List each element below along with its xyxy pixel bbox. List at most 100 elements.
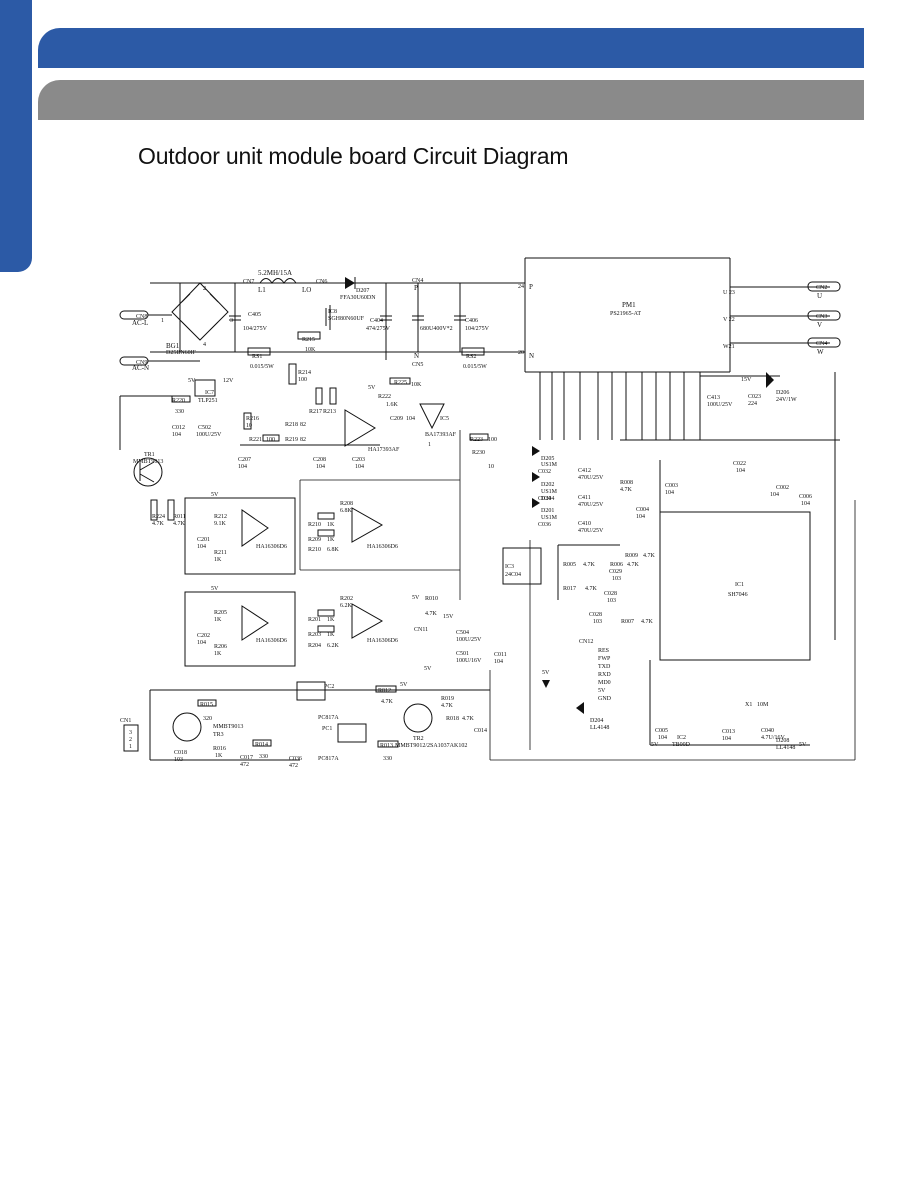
component-label: 24 bbox=[518, 284, 524, 290]
component-label: AC-N bbox=[132, 364, 149, 372]
component-label: 2 bbox=[129, 737, 132, 743]
component-label: 104/275V bbox=[243, 326, 268, 332]
component-label: 320 bbox=[203, 716, 212, 722]
component-label: 104 bbox=[736, 468, 745, 474]
component-label: 104 bbox=[197, 640, 206, 646]
component-label: W21 bbox=[723, 344, 735, 350]
component-label: 330 bbox=[383, 756, 392, 762]
bridge-rectifier: 2 3 4 BG1 D25BN60IF bbox=[166, 282, 233, 356]
component-label: 4.7K bbox=[173, 521, 186, 527]
component-label: R007 bbox=[621, 619, 634, 625]
component-label: 100U/25V bbox=[456, 637, 482, 643]
component-label: V bbox=[817, 321, 822, 329]
component-label: PC817A bbox=[318, 715, 339, 721]
component-label: 4.7K bbox=[627, 562, 640, 568]
component-label: 104 bbox=[406, 416, 415, 422]
component-label: IC5 bbox=[440, 416, 449, 422]
component-label: C011 bbox=[494, 652, 507, 658]
reset-crystal: IC2 TB00D 5V X1 10M C013 104 C005 104 C0… bbox=[649, 660, 810, 751]
opamp-group-2: R208 6.8K R210 1K R209 1K R210 6.8K HA16… bbox=[308, 501, 398, 553]
component-label: C405 bbox=[248, 312, 261, 318]
component-label: HA16306D6 bbox=[256, 544, 287, 550]
component-label: 104 bbox=[238, 464, 247, 470]
component-label: 10K bbox=[305, 347, 316, 353]
component-label: HA16306D6 bbox=[367, 638, 398, 644]
component-label: R217 bbox=[309, 409, 322, 415]
component-label: CN1 bbox=[120, 718, 131, 724]
component-label: 10 bbox=[246, 423, 252, 429]
component-label: R013 bbox=[380, 743, 393, 749]
component-label: L1 bbox=[258, 286, 266, 294]
component-label: 5V bbox=[424, 666, 432, 672]
component-label: 4.7K bbox=[620, 487, 633, 493]
eeprom-ic3: IC3 24C04 R005 4.7K R017 4.7K R006 4.7K … bbox=[502, 544, 640, 625]
component-label: 4.7K bbox=[583, 562, 596, 568]
component-label: 100U/25V bbox=[196, 432, 222, 438]
component-label: C036 bbox=[289, 756, 302, 762]
component-label: C406 bbox=[465, 318, 478, 324]
component-label: 1K bbox=[215, 753, 223, 759]
component-label: C203 bbox=[352, 457, 365, 463]
component-label: R016 bbox=[213, 746, 226, 752]
component-label: D201 bbox=[541, 508, 554, 514]
component-label: TLP251 bbox=[198, 398, 218, 404]
component-label: R012 bbox=[378, 688, 391, 694]
component-label: C411 bbox=[578, 495, 591, 501]
component-label: R010 bbox=[425, 596, 438, 602]
component-label: P bbox=[529, 283, 533, 291]
component-label: HA16306D6 bbox=[256, 638, 287, 644]
component-label: 100 bbox=[298, 377, 307, 383]
component-label: 4.7K bbox=[441, 703, 454, 709]
component-label: 6.8K bbox=[327, 547, 340, 553]
component-label: PC817A bbox=[318, 756, 339, 762]
component-label: C028 bbox=[589, 612, 602, 618]
ac-connectors: CN8 AC-L 1 CN9 AC-N bbox=[119, 310, 200, 372]
component-label: 6.2K bbox=[340, 603, 353, 609]
component-label: 1K bbox=[327, 617, 335, 623]
component-label: MMBT9013 bbox=[213, 724, 243, 730]
component-label: 5V bbox=[400, 682, 408, 688]
component-label: 5.2MH/15A bbox=[258, 269, 292, 277]
cn11-supply: 5V R010 4.7K 15V C504 100U/25V C501 100U… bbox=[412, 595, 507, 672]
component-label: 20 bbox=[518, 350, 524, 356]
component-label: 5V bbox=[211, 492, 219, 498]
component-label: C036 bbox=[538, 522, 551, 528]
component-label: CN11 bbox=[414, 627, 428, 633]
component-label: C022 bbox=[733, 461, 746, 467]
component-label: C501 bbox=[456, 651, 469, 657]
component-label: C208 bbox=[313, 457, 326, 463]
component-label: IC2 bbox=[677, 735, 686, 741]
component-label: C018 bbox=[174, 750, 187, 756]
component-label: 680U400V*2 bbox=[420, 326, 453, 332]
component-label: R222 bbox=[378, 394, 391, 400]
component-label: 5V bbox=[368, 385, 376, 391]
component-label: CN3 bbox=[816, 314, 827, 320]
component-label: IC8 bbox=[328, 309, 337, 315]
component-label: LL4148 bbox=[776, 745, 795, 751]
component-label: 103 bbox=[612, 576, 621, 582]
component-label: US1M bbox=[541, 489, 558, 495]
component-label: 24C04 bbox=[505, 572, 521, 578]
component-label: BG1 bbox=[166, 342, 180, 350]
shunt-resistors: RS1 0.015/5W RS2 0.015/5W bbox=[247, 347, 487, 370]
component-label: 100U/25V bbox=[707, 402, 733, 408]
component-label: 104 bbox=[494, 659, 503, 665]
component-label: 100U/16V bbox=[456, 658, 482, 664]
component-label: R203 bbox=[308, 632, 321, 638]
component-label: 470U/25V bbox=[578, 475, 604, 481]
component-label: LO bbox=[302, 286, 311, 294]
component-label: R018 bbox=[446, 716, 459, 722]
component-label: 104 bbox=[636, 514, 645, 520]
component-label: R014 bbox=[255, 742, 268, 748]
component-label: 6.8K bbox=[340, 508, 353, 514]
component-label: 10K bbox=[411, 382, 422, 388]
component-label: CN6 bbox=[316, 279, 327, 285]
component-label: R216 bbox=[246, 416, 259, 422]
component-label: P bbox=[414, 284, 418, 292]
component-label: 1K bbox=[214, 617, 222, 623]
component-label: U bbox=[817, 292, 822, 300]
component-label: R011 bbox=[173, 514, 186, 520]
component-label: D208 bbox=[776, 738, 789, 744]
component-label: C013 bbox=[722, 729, 735, 735]
